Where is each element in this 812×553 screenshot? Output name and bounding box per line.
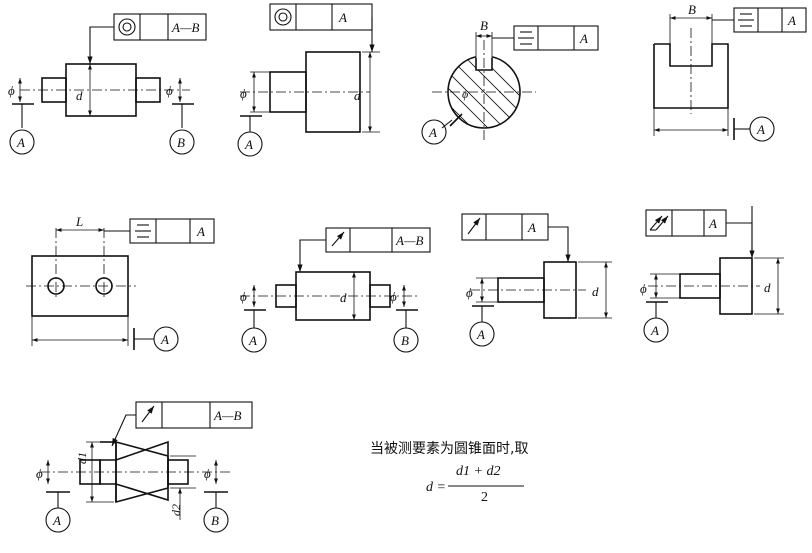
concentricity-icon [118,18,136,36]
datum-circle-a [643,317,669,343]
dim-label-phi: ϕ [166,83,173,98]
dim-label-phi: ϕ [8,83,15,98]
datum-ref-label: A [527,220,536,235]
datum-ref-label: A [338,10,347,25]
dim-label-d2: d2 [169,504,183,516]
datum-label-a: A [756,122,765,137]
tolerance-frame: A [461,213,549,241]
datum-label-b: B [177,135,185,150]
tolerance-frame: A [513,25,599,51]
datum-label-a: A [476,327,485,342]
dim-label-phi: ϕ [466,285,473,300]
tolerance-frame: A [269,3,373,31]
dim-label-phi: ϕ [240,86,247,101]
datum-ref-label: A [787,13,796,28]
tolerance-frame: A [129,218,215,244]
datum-label-a: A [650,323,659,338]
cone-note: 当被测要素为圆锥面时,取 [370,441,529,457]
formula-denominator: 2 [481,490,488,505]
datum-circle-a [241,327,267,353]
datum-label-a: A [244,137,253,152]
dim-label-phi: ϕ [204,466,211,481]
datum-ref-label: A—B [171,20,200,35]
datum-ref-label: A—B [213,408,242,423]
datum-circle-a [749,116,775,142]
circular-runout-icon [331,231,345,247]
panel-symmetry-holes: L A A [26,214,215,352]
datum-ref-label: A—B [395,233,424,248]
tolerance-frame: A [733,7,807,33]
datum-circle-a [421,119,447,145]
dim-label-d: d [764,280,771,295]
tolerance-frame: A—B [135,401,253,429]
panel-runout-shaft-ab: A—B d ϕ ϕ A B [240,227,431,353]
dim-label-d: d [354,88,361,103]
panel-total-runout-step-a: A d ϕ A [640,206,784,343]
tolerance-frame: A—B [325,227,431,253]
symmetry-icon [738,13,754,27]
dim-label-l: L [75,214,83,229]
datum-label-a: A [16,135,25,150]
dim-label-b: B [480,18,488,33]
symmetry-icon [135,224,151,238]
datum-circle-a [237,131,263,157]
datum-label-a: A [428,125,437,140]
dim-label-d: d [76,88,83,103]
circular-runout-icon [467,217,481,235]
datum-label-a: A [160,332,169,347]
datum-label-b: B [211,513,219,528]
tolerance-frame: A [645,209,727,237]
concentricity-icon [274,8,292,26]
datum-circle-a [469,321,495,347]
panel-runout-step-a: A d ϕ A [461,213,612,347]
panel-coaxiality-shaft-ab: A—B d ϕ ϕ A B [8,13,207,155]
datum-ref-label: A [708,216,717,231]
datum-circle-b [169,129,195,155]
dim-label-phi: ϕ [462,87,468,101]
dim-label-phi: ϕ [240,289,247,304]
panel-symmetry-keyway: B A A ϕ [421,18,599,145]
dim-label-phi: ϕ [36,466,43,481]
datum-label-b: B [401,333,409,348]
dim-label-d: d [340,290,347,305]
datum-label-a: A [52,513,61,528]
panel-runout-cone-ab: A—B d1 d2 ϕ ϕ A B [36,401,253,533]
dim-label-phi: ϕ [640,281,647,296]
total-runout-icon [649,215,669,231]
dim-label-d1: d1 [75,452,89,464]
panel-symmetry-slot: B A A [653,2,807,142]
dim-label-d: d [592,284,599,299]
circular-runout-icon [141,405,155,423]
tolerance-frame: A—B [113,13,207,41]
formula-numerator: d1 + d2 [456,464,501,479]
dim-label-b: B [688,2,696,17]
datum-circle-a [45,507,71,533]
datum-circle-b [203,507,229,533]
datum-ref-label: A [196,224,205,239]
datum-circle-a [153,326,179,352]
datum-label-a: A [248,333,257,348]
symmetry-icon [518,31,534,45]
formula-lhs: d = [426,480,446,495]
panel-coaxiality-step-a: A d ϕ A [237,3,380,157]
datum-ref-label: A [579,31,588,46]
datum-circle-a [9,129,35,155]
dim-label-phi: ϕ [390,289,397,304]
datum-circle-b [393,327,419,353]
